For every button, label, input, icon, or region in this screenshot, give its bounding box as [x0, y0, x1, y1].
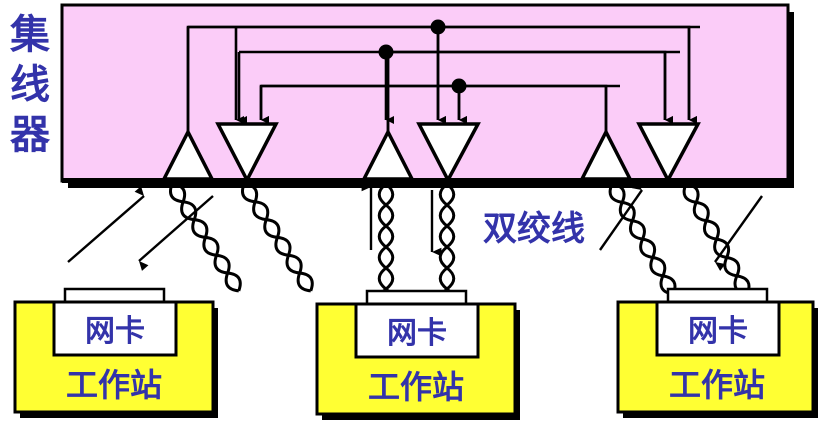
hub-label-char-3: 器	[10, 112, 51, 158]
direction-arrow-1-rx	[138, 195, 214, 271]
workstation-2[interactable]: 网卡 工作站	[315, 289, 520, 420]
hub-bottom-rail	[62, 178, 788, 183]
twisted-pair-1-down	[236, 178, 318, 296]
nic-box-3	[655, 300, 781, 357]
workstation-label-1: 工作站	[66, 366, 162, 404]
transmitter-triangle-3	[636, 122, 701, 184]
hub-label-char-2: 线	[10, 62, 50, 108]
workstation-label-3: 工作站	[669, 366, 765, 404]
cable-group-2	[361, 182, 456, 312]
workstation-3[interactable]: 网卡 工作站	[616, 287, 818, 418]
nic-box-2	[354, 302, 480, 359]
hub-label-char-1: 集	[9, 12, 50, 58]
cable-group-1	[67, 178, 318, 296]
bus-verticals	[186, 27, 697, 133]
twisted-pair-1-up	[164, 178, 246, 296]
twisted-pair-label: 双绞线	[483, 209, 585, 249]
bus-junction-dots	[378, 19, 467, 94]
twisted-pair-3-up	[604, 179, 681, 299]
junction-dot-1	[430, 19, 446, 35]
hub-label: 集 线 器	[9, 12, 51, 158]
junction-dot-3	[451, 78, 467, 94]
nic-label-1: 网卡	[85, 314, 145, 349]
transmitter-triangle-2	[416, 122, 481, 184]
junction-dot-2	[378, 44, 394, 60]
nic-box-1	[52, 300, 178, 357]
cable-group-3	[599, 179, 763, 299]
hub-port-3	[579, 122, 701, 184]
transmitter-triangle-1	[215, 122, 279, 184]
direction-arrow-3-rx	[714, 195, 763, 271]
direction-arrow-3-tx	[599, 181, 643, 251]
nic-label-2: 网卡	[387, 316, 447, 351]
workstation-1[interactable]: 网卡 工作站	[13, 287, 218, 418]
direction-arrow-1-tx	[67, 186, 145, 263]
workstation-label-2: 工作站	[368, 368, 464, 406]
twisted-pair-3-down	[678, 179, 755, 299]
nic-label-3: 网卡	[688, 314, 748, 349]
